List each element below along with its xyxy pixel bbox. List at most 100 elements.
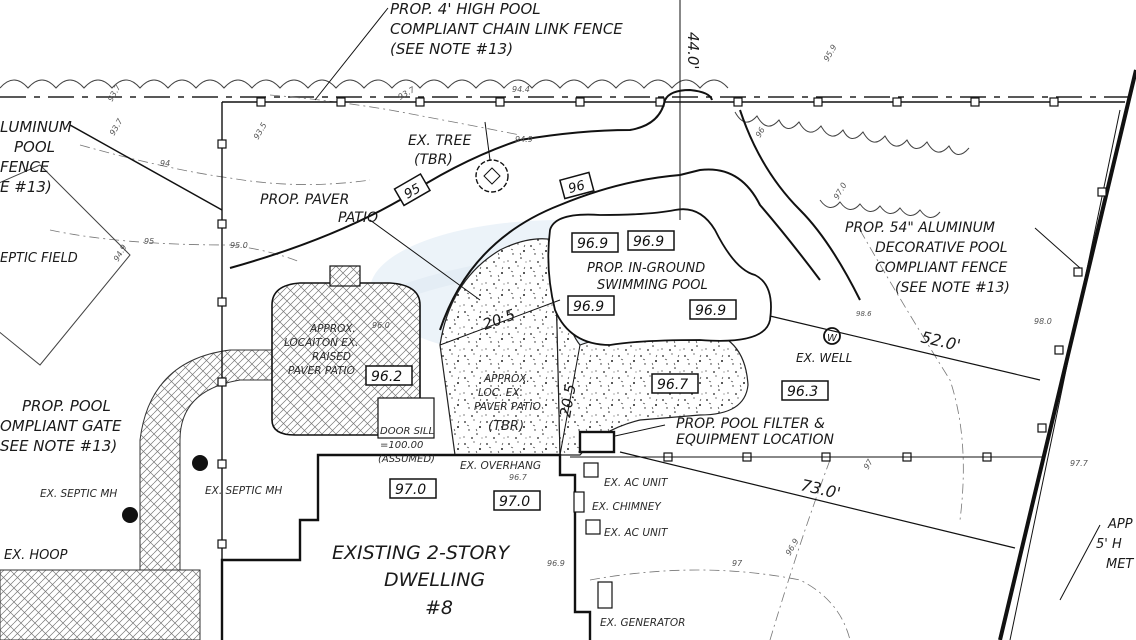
dim-20-5-a-line bbox=[439, 299, 561, 346]
grade-box-97-0-a bbox=[389, 478, 437, 499]
dim-20-5-b: 20.5 bbox=[556, 383, 580, 419]
spot-95-9: 95.9 bbox=[822, 43, 839, 63]
contour-south bbox=[589, 569, 851, 640]
contour-95-bold bbox=[229, 88, 713, 269]
dim-20-5-b-line bbox=[559, 344, 581, 456]
grade-97-0-b: 97.0 bbox=[499, 494, 530, 510]
grade-96-9-a: 96.9 bbox=[577, 236, 608, 252]
grade-96-9-b: 96.9 bbox=[633, 234, 664, 250]
well-symbol-label: W bbox=[827, 333, 838, 344]
grade-box-96-3 bbox=[781, 380, 829, 401]
paver-walk-curve bbox=[139, 349, 276, 571]
chimney-label: EX. CHIMNEY bbox=[592, 501, 662, 513]
septic-field-label: EPTIC FIELD bbox=[0, 251, 78, 266]
tree-line-right bbox=[734, 111, 970, 218]
tree-line-top bbox=[0, 79, 729, 89]
septic-mh-label-1: EX. SEPTIC MH bbox=[40, 488, 117, 500]
paver-patio-label: PROP. PAVER PATIO bbox=[260, 192, 378, 226]
ex-step bbox=[377, 397, 435, 439]
spot-95: 95 bbox=[144, 237, 154, 246]
pool-label: PROP. IN-GROUND SWIMMING POOL bbox=[587, 261, 709, 293]
spot-93-7c: 93.7 bbox=[108, 116, 125, 137]
spot-93-5: 93.5 bbox=[252, 121, 269, 141]
grade-box-97-0-b bbox=[493, 490, 541, 511]
grade-96-7: 96.7 bbox=[657, 377, 688, 393]
aluminum-fence-left-label: LUMINUM POOL FENCE E #13) bbox=[0, 118, 77, 196]
septic-field-outline bbox=[0, 164, 131, 366]
ac-unit-label-2: EX. AC UNIT bbox=[604, 527, 669, 539]
grade-box-96-7 bbox=[651, 373, 699, 394]
spot-96-9: 96.9 bbox=[547, 559, 565, 568]
spot-95-0: 95.0 bbox=[230, 241, 248, 250]
grade-96-9-d: 96.9 bbox=[695, 303, 726, 319]
contour-95-left bbox=[49, 229, 301, 263]
spot-93-7b: 93.7 bbox=[397, 85, 418, 102]
right-edge-label: APP 5' H MET bbox=[1096, 517, 1136, 572]
contour-east bbox=[859, 229, 964, 521]
spot-97-0: 97.0 bbox=[832, 181, 849, 201]
spot-94-4: 94.4 bbox=[512, 85, 530, 94]
septic-mh-label-2: EX. SEPTIC MH bbox=[205, 485, 282, 497]
ex-paver-patio-label: APPROX. LOC. EX. PAVER PATIO (TBR) bbox=[474, 373, 544, 434]
grade-box-96-2 bbox=[365, 365, 413, 386]
contour-top bbox=[269, 94, 521, 136]
east-fence bbox=[1009, 109, 1121, 640]
ac-unit-box-2 bbox=[585, 519, 601, 535]
ex-well-label: EX. WELL bbox=[796, 351, 852, 365]
spot-96-9b: 96.9 bbox=[784, 537, 801, 557]
spot-96-7: 96.7 bbox=[509, 473, 528, 482]
septic-mh-symbol-1 bbox=[192, 455, 208, 471]
spot-94: 94 bbox=[160, 159, 170, 168]
dim-73-line bbox=[619, 451, 1016, 549]
ex-tree-label: EX. TREE (TBR) bbox=[408, 133, 476, 168]
dim-73: 73.0' bbox=[799, 475, 842, 503]
ac-unit-box-1 bbox=[583, 462, 599, 478]
east-boundary bbox=[998, 69, 1136, 640]
grade-96-9-c: 96.9 bbox=[573, 299, 604, 315]
leader-alu-right bbox=[1034, 227, 1081, 269]
contour-label-96: 96 bbox=[567, 178, 587, 197]
dim-52: 52.0' bbox=[919, 327, 962, 355]
dwelling-outline bbox=[220, 453, 592, 640]
grade-97-0-a: 97.0 bbox=[395, 482, 426, 498]
leader-note-top bbox=[314, 7, 389, 101]
generator-label: EX. GENERATOR bbox=[600, 617, 685, 629]
contour-label-95: 95 bbox=[402, 181, 424, 202]
ex-tree-symbol bbox=[475, 159, 509, 193]
door-sill-label: DOOR SILL =100.00 (ASSUMED) bbox=[378, 426, 437, 465]
dim-44: 44.0' bbox=[684, 32, 702, 70]
spot-96: 96 bbox=[754, 126, 767, 139]
grade-96-3: 96.3 bbox=[787, 384, 818, 400]
spot-97b: 97 bbox=[732, 559, 743, 568]
contour-diag bbox=[769, 459, 831, 640]
dwelling-label: EXISTING 2-STORY DWELLING #8 bbox=[332, 542, 515, 619]
leader-right bbox=[1059, 524, 1101, 601]
spot-96-0: 96.0 bbox=[372, 321, 390, 330]
chimney-box bbox=[573, 491, 585, 513]
grade-box-96-9-c bbox=[567, 295, 615, 316]
spot-98-0: 98.0 bbox=[1034, 317, 1052, 326]
leader-tree bbox=[484, 121, 491, 161]
contour-94 bbox=[79, 144, 371, 185]
equipment-label: PROP. POOL FILTER & EQUIPMENT LOCATION bbox=[676, 416, 835, 448]
contour-95-east bbox=[739, 109, 861, 301]
contour-96-bold bbox=[439, 168, 821, 331]
leader-paver bbox=[369, 219, 481, 301]
paver-walkway bbox=[0, 569, 201, 640]
grade-box-96-9-d bbox=[689, 299, 737, 320]
spot-97-7: 97.7 bbox=[1070, 459, 1089, 468]
leader-equip bbox=[614, 424, 666, 437]
aluminum-fence-left bbox=[69, 124, 223, 211]
spot-94-9: 94.9 bbox=[515, 135, 533, 144]
pool-gate-label: PROP. POOL OMPLIANT GATE SEE NOTE #13) bbox=[0, 397, 126, 455]
raised-patio-label: APPROX. LOCAITON EX. RAISED PAVER PATIO bbox=[284, 323, 362, 377]
contour-box-95 bbox=[393, 172, 432, 207]
spot-97: 97 bbox=[862, 457, 875, 471]
spot-98-6: 98.6 bbox=[856, 310, 872, 318]
equipment-pad bbox=[578, 430, 616, 454]
fence-note-top: PROP. 4' HIGH POOL COMPLIANT CHAIN LINK … bbox=[390, 0, 628, 58]
grade-96-2: 96.2 bbox=[371, 369, 402, 385]
aluminum-fence-right-label: PROP. 54" ALUMINUM DECORATIVE POOL COMPL… bbox=[845, 220, 1012, 296]
